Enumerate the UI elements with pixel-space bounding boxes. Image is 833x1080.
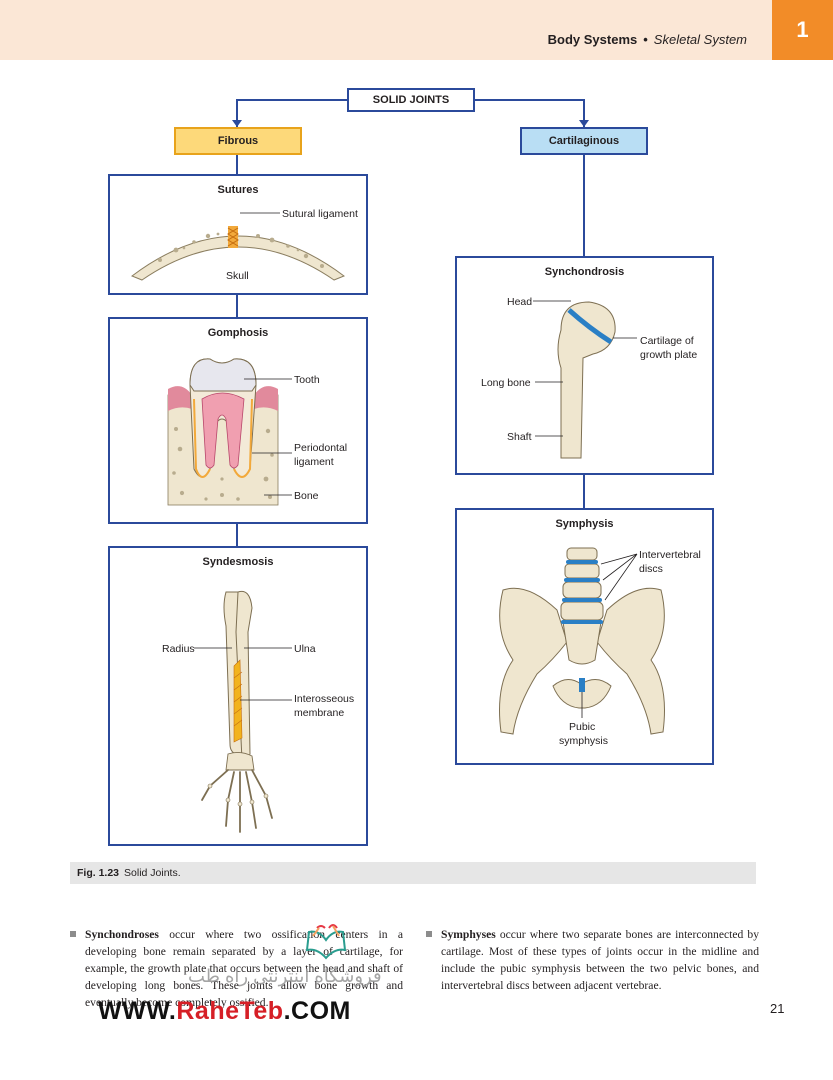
- intervertebral-label-line2: discs: [639, 563, 663, 575]
- watermark-suffix: .COM: [283, 997, 351, 1025]
- pubic-label: Pubic: [569, 721, 595, 733]
- header-separator: •: [643, 32, 648, 47]
- intervertebral-label: Intervertebral: [639, 549, 701, 561]
- pelvis-illustration: Intervertebral discs Pubic symphysis: [499, 547, 701, 747]
- book-logo-icon: [305, 924, 347, 960]
- figure-number: Fig. 1.23: [77, 867, 120, 879]
- watermark-brand: RaheTeb: [176, 997, 284, 1025]
- long-bone-illustration: Head Cartilage of growth plate Long bone…: [481, 296, 697, 459]
- chapter-tab: 1: [772, 0, 833, 60]
- figure-caption: Fig. 1.23 Solid Joints.: [70, 862, 756, 884]
- pubic-label-line2: symphysis: [559, 735, 608, 747]
- gomphosis-title: Gomphosis: [207, 327, 269, 339]
- header-subsection: Skeletal System: [653, 32, 747, 47]
- page-number: 21: [770, 1001, 785, 1016]
- watermark-farsi: فروشگاه اینترنتی راه طب: [188, 966, 382, 986]
- interosseous-label: Interosseous: [294, 693, 354, 705]
- forearm-illustration: Radius Ulna Interosseous membrane: [162, 590, 354, 833]
- solid-joints-node: SOLID JOINTS: [347, 88, 475, 112]
- syndesmosis-panel: Syndesmosis Radius Ulna Interosseous mem…: [108, 546, 368, 846]
- skull-label: Skull: [226, 270, 249, 282]
- synchondrosis-title: Synchondrosis: [544, 266, 625, 278]
- body-paragraph-right: Symphyses occur where two separate bones…: [426, 926, 759, 994]
- tooth-illustration: Tooth Periodontal ligament Bone: [167, 358, 347, 506]
- synchondroses-text: occur where two ossification centers in …: [85, 928, 403, 1009]
- bullet-icon: [70, 931, 76, 937]
- ulna-label: Ulna: [294, 643, 316, 655]
- running-header-bar: [0, 0, 833, 60]
- cartilage-label: Cartilage of: [640, 335, 694, 347]
- symphysis-panel: Symphysis Intervertebral discs Pubic sym…: [455, 508, 714, 765]
- symphyses-text: occur where two separate bones are inter…: [441, 928, 759, 992]
- term-synchondroses: Synchondroses: [85, 928, 159, 941]
- fibrous-node: Fibrous: [174, 127, 302, 155]
- head-label: Head: [507, 296, 532, 308]
- interosseous-label-line2: membrane: [294, 707, 344, 719]
- sutures-panel: Sutures Sutural ligament Skull: [108, 174, 368, 295]
- sutural-ligament-label: Sutural ligament: [282, 208, 358, 220]
- watermark-prefix: WWW.: [98, 997, 177, 1025]
- diagram-connectors: [232, 99, 589, 546]
- bone-label: Bone: [294, 490, 319, 502]
- header-section: Body Systems: [547, 32, 638, 47]
- body-paragraph-left: Synchondroses occur where two ossificati…: [70, 926, 403, 1011]
- tooth-label: Tooth: [294, 374, 320, 386]
- figure-caption-text: Solid Joints.: [124, 867, 181, 879]
- synchondrosis-panel: Synchondrosis Head Cartilage of growth p…: [455, 256, 714, 475]
- term-symphyses: Symphyses: [441, 928, 496, 941]
- long-bone-label: Long bone: [481, 377, 531, 389]
- skull-illustration: Sutural ligament Skull: [130, 208, 358, 282]
- symphysis-title: Symphysis: [555, 518, 614, 530]
- cartilage-label-line2: growth plate: [640, 349, 697, 361]
- gomphosis-panel: Gomphosis Tooth Periodontal ligament Bon…: [108, 317, 368, 524]
- periodontal-label: Periodontal: [294, 442, 347, 454]
- periodontal-label-line2: ligament: [294, 456, 334, 468]
- syndesmosis-title: Syndesmosis: [202, 556, 274, 568]
- sutures-title: Sutures: [217, 184, 259, 196]
- bullet-icon: [426, 931, 432, 937]
- radius-label: Radius: [162, 643, 195, 655]
- running-header: Body Systems • Skeletal System: [548, 32, 747, 47]
- watermark: WWW.RaheTeb.COM: [98, 997, 351, 1026]
- cartilaginous-node: Cartilaginous: [520, 127, 648, 155]
- shaft-label: Shaft: [507, 431, 532, 443]
